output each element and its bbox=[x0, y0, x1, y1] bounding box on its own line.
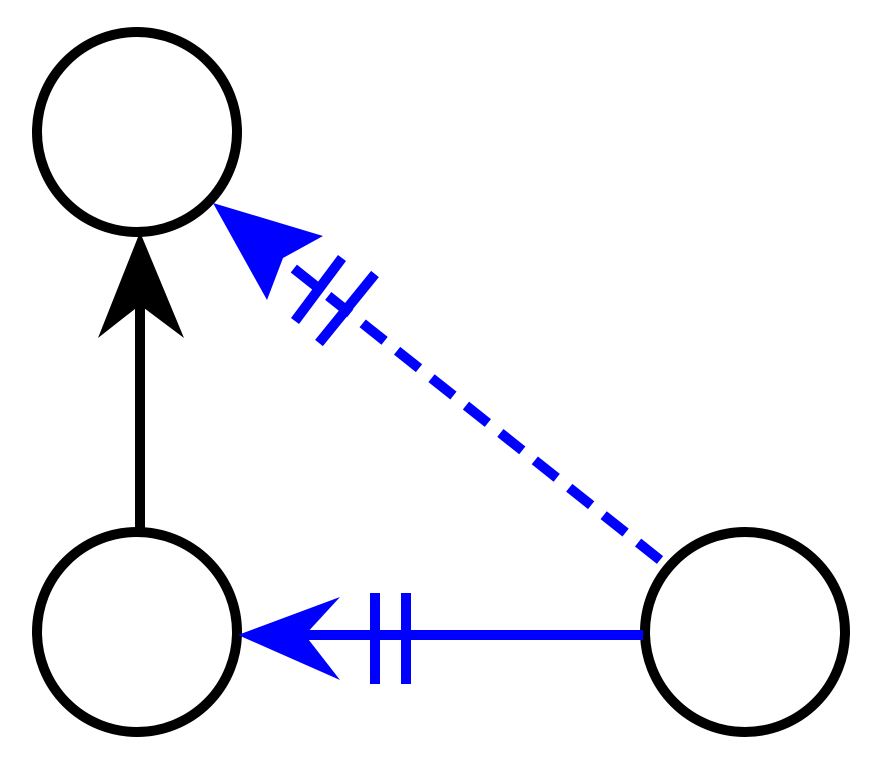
arrowhead-icon bbox=[238, 597, 340, 680]
edge-bottom-right-to-bottom-left bbox=[238, 593, 643, 684]
bar-marker bbox=[315, 270, 379, 347]
bar-marker bbox=[290, 255, 347, 324]
node-top-left bbox=[32, 27, 242, 237]
arrowhead-icon bbox=[98, 232, 184, 338]
arrowhead-icon bbox=[213, 203, 323, 300]
edge-bottom-left-to-top-left bbox=[98, 232, 184, 530]
node-bottom-right bbox=[640, 527, 850, 737]
edge-bottom-right-to-top-left bbox=[213, 203, 664, 564]
node-bottom-left bbox=[32, 527, 242, 737]
